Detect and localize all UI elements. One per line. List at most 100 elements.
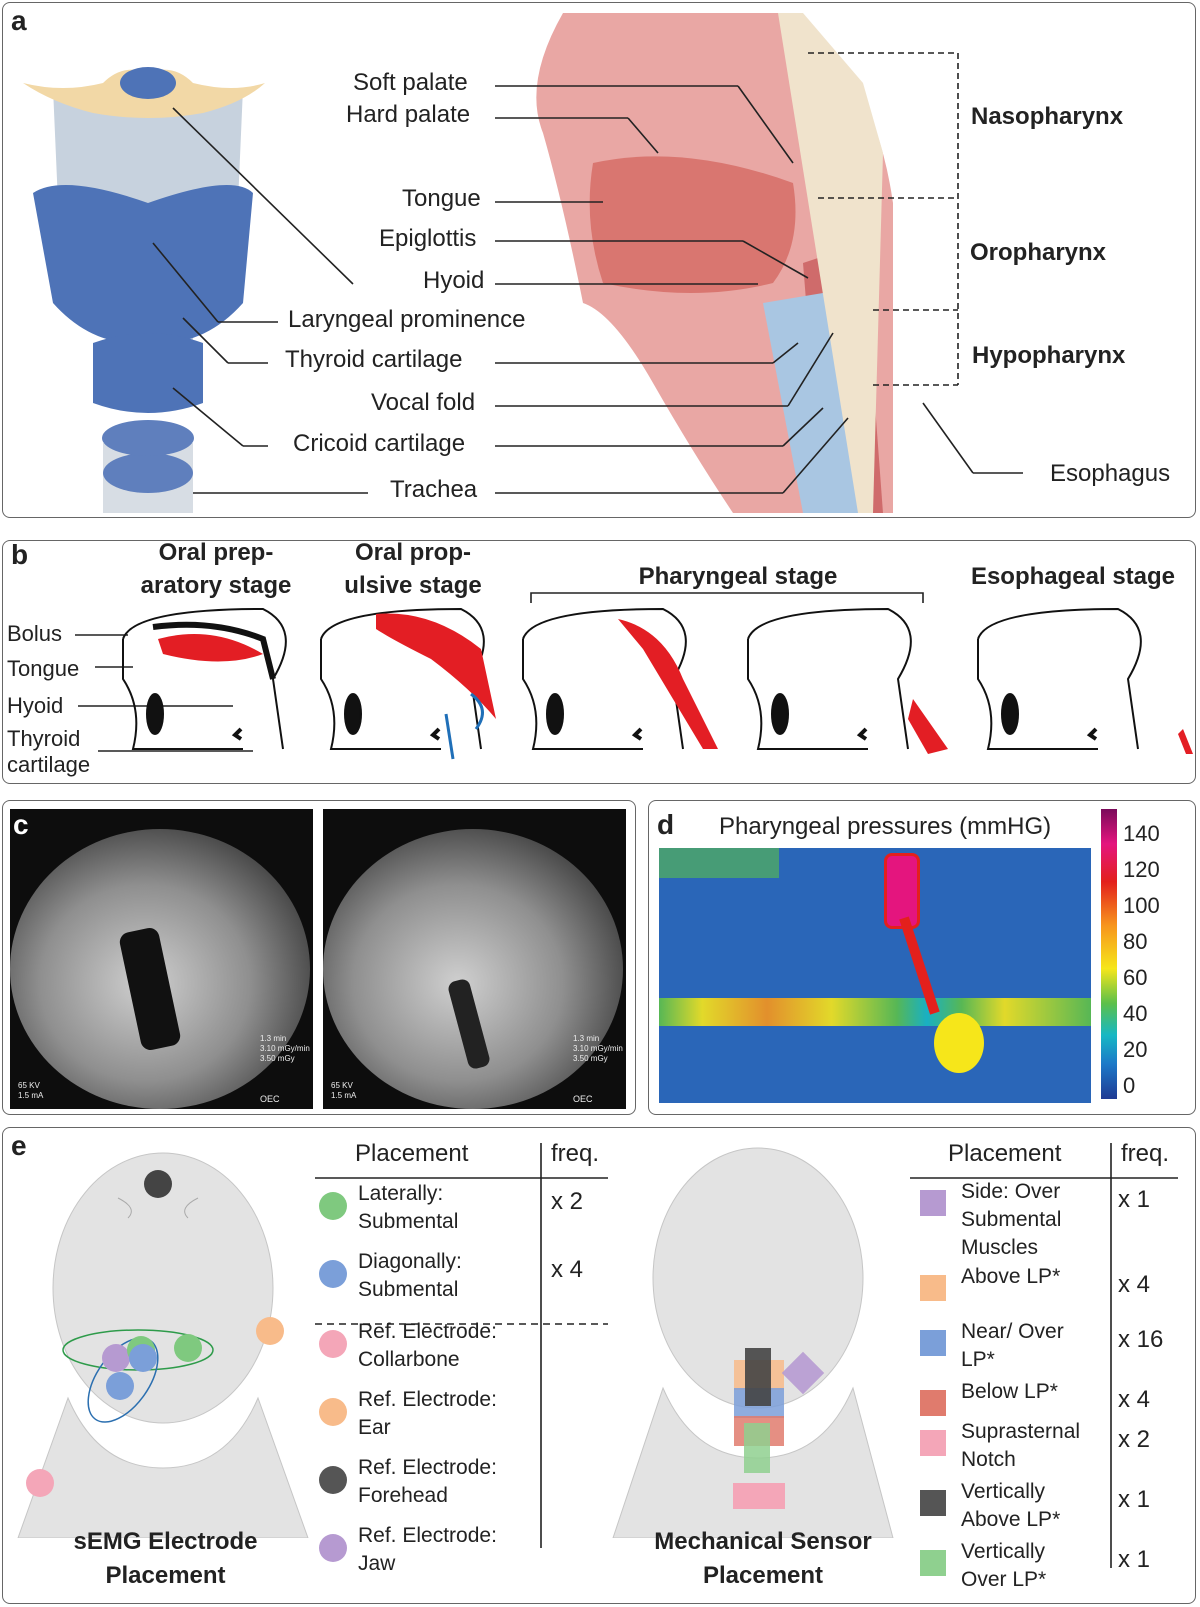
panel-d: d Pharyngeal pressures (mmHG) 140 120 10… (648, 800, 1196, 1115)
panel-letter-e: e (11, 1130, 27, 1161)
mech-col-placement: Placement (948, 1140, 1062, 1167)
panel-b: b Oral prep- aratory stage Oral prop- ul… (2, 539, 1196, 784)
semg-head-illustration (17, 1152, 309, 1538)
mech-row-freq: x 1 (1118, 1486, 1151, 1513)
semg-row-placement: Laterally: Submental (358, 1182, 459, 1233)
xray-2-readout: 1.3 min 3.10 mGy/min 3.50 mGy (573, 1034, 623, 1063)
semg-legend-dot (319, 1260, 347, 1288)
mech-legend-square (920, 1550, 946, 1576)
xray-2-kv: 65 KV 1.5 mA (331, 1081, 357, 1100)
label-hard-palate: Hard palate (346, 101, 471, 128)
xray-frame-2: 1.3 min 3.10 mGy/min 3.50 mGy 65 KV 1.5 … (323, 809, 626, 1109)
semg-legend-dot (319, 1534, 347, 1562)
stage-oral-preparatory: Oral prep- aratory stage (140, 539, 292, 599)
semg-row-placement: Ref. Electrode: Forehead (358, 1456, 497, 1507)
label-nasopharynx: Nasopharynx (971, 103, 1124, 130)
xray-frame-1: 1.3 min 3.10 mGy/min 3.50 mGy 65 KV 1.5 … (10, 809, 313, 1109)
mech-table-lines (910, 1143, 1178, 1568)
label-hypopharynx: Hypopharynx (972, 342, 1126, 369)
mech-row-freq: x 1 (1118, 1186, 1151, 1213)
xray-1-brand: OEC (260, 1094, 280, 1104)
larynx-illustration (23, 13, 1023, 513)
mech-legend-square (920, 1275, 946, 1301)
label-tongue: Tongue (402, 185, 481, 212)
label-thyroid-cartilage: Thyroid cartilage (285, 346, 463, 373)
label-epiglottis: Epiglottis (379, 225, 477, 252)
panel-letter-c: c (13, 809, 29, 840)
colorbar-tick-60: 60 (1123, 965, 1148, 990)
panel-e: e sEMG Electrode Placement Placement fre… (2, 1127, 1196, 1604)
xray-1-readout: 1.3 min 3.10 mGy/min 3.50 mGy (260, 1034, 310, 1063)
label-soft-palate: Soft palate (353, 69, 468, 96)
stage-oral-propulsive: Oral prop- ulsive stage (344, 539, 482, 599)
mech-row-freq: x 16 (1118, 1326, 1164, 1353)
semg-col-placement: Placement (355, 1140, 469, 1167)
label-tongue-b: Tongue (7, 656, 80, 681)
colorbar-tick-80: 80 (1123, 929, 1148, 954)
mech-row-placement: Above LP* (961, 1265, 1061, 1288)
panel-a: a (2, 2, 1196, 518)
head-3 (522, 607, 718, 750)
semg-caption: sEMG Electrode Placement (73, 1528, 258, 1589)
label-vocal-fold: Vocal fold (371, 389, 476, 416)
label-esophagus: Esophagus (1050, 460, 1171, 487)
mechanical-head-illustration (612, 1147, 894, 1538)
semg-row-freq: x 2 (551, 1188, 584, 1215)
head-2 (320, 607, 496, 760)
xray-1-kv: 65 KV 1.5 mA (18, 1081, 44, 1100)
semg-row-placement: Ref. Electrode: Ear (358, 1388, 497, 1439)
colorbar-tick-20: 20 (1123, 1037, 1148, 1062)
semg-row-placement: Ref. Electrode: Jaw (358, 1524, 497, 1575)
stage-pharyngeal: Pharyngeal stage (638, 563, 838, 590)
mech-legend-square (920, 1490, 946, 1516)
semg-legend-dot (319, 1398, 347, 1426)
pressure-chart-title: Pharyngeal pressures (mmHG) (719, 813, 1052, 840)
mechanical-caption: Mechanical Sensor Placement (654, 1528, 872, 1589)
colorbar-tick-120: 120 (1123, 857, 1160, 882)
label-oropharynx: Oropharynx (970, 239, 1107, 266)
label-laryngeal-prominence: Laryngeal prominence (288, 306, 526, 333)
semg-legend-dot (319, 1192, 347, 1220)
panel-letter-a: a (11, 5, 27, 36)
head-1 (122, 607, 287, 750)
label-hyoid-b: Hyoid (7, 693, 64, 718)
label-hyoid: Hyoid (423, 267, 485, 294)
mech-row-freq: x 2 (1118, 1426, 1151, 1453)
label-thyroid-b: Thyroid cartilage (7, 726, 91, 777)
semg-legend-dot (319, 1330, 347, 1358)
xray-2-brand: OEC (573, 1094, 593, 1104)
colorbar-tick-100: 100 (1123, 893, 1160, 918)
semg-table-lines (315, 1143, 608, 1548)
head-4 (747, 607, 948, 754)
panel-c: 1.3 min 3.10 mGy/min 3.50 mGy 65 KV 1.5 … (2, 800, 636, 1115)
mech-col-freq: freq. (1121, 1140, 1170, 1167)
stage-esophageal: Esophageal stage (970, 563, 1176, 590)
semg-legend-dot (319, 1466, 347, 1494)
mech-row-freq: x 4 (1118, 1271, 1151, 1298)
semg-row-placement: Diagonally: Submental (358, 1250, 462, 1301)
mech-legend-square (920, 1330, 946, 1356)
pressure-colorbar (1101, 809, 1117, 1099)
mech-row-placement: Suprasternal Notch (961, 1420, 1081, 1471)
mech-row-freq: x 4 (1118, 1386, 1151, 1413)
label-bolus: Bolus (7, 621, 63, 646)
label-cricoid-cartilage: Cricoid cartilage (293, 430, 466, 457)
mech-legend-square (920, 1190, 946, 1216)
colorbar-tick-0: 0 (1123, 1073, 1136, 1098)
mech-row-placement: Side: Over Submental Muscles (961, 1180, 1062, 1259)
head-5 (977, 607, 1193, 754)
mech-row-placement: Below LP* (961, 1380, 1058, 1403)
mech-row-freq: x 1 (1118, 1546, 1151, 1573)
colorbar-tick-140: 140 (1123, 821, 1160, 846)
semg-row-placement: Ref. Electrode: Collarbone (358, 1320, 497, 1371)
semg-row-freq: x 4 (551, 1256, 584, 1283)
label-trachea: Trachea (390, 476, 478, 503)
mech-row-placement: Vertically Above LP* (961, 1480, 1061, 1531)
mech-row-placement: Near/ Over LP* (961, 1320, 1064, 1371)
mech-row-placement: Vertically Over LP* (961, 1540, 1047, 1591)
mech-legend-square (920, 1390, 946, 1416)
pressure-heatmap (659, 848, 1091, 1103)
swallow-stage-diagrams (75, 592, 1193, 760)
mech-legend-square (920, 1430, 946, 1456)
semg-col-freq: freq. (551, 1140, 600, 1167)
